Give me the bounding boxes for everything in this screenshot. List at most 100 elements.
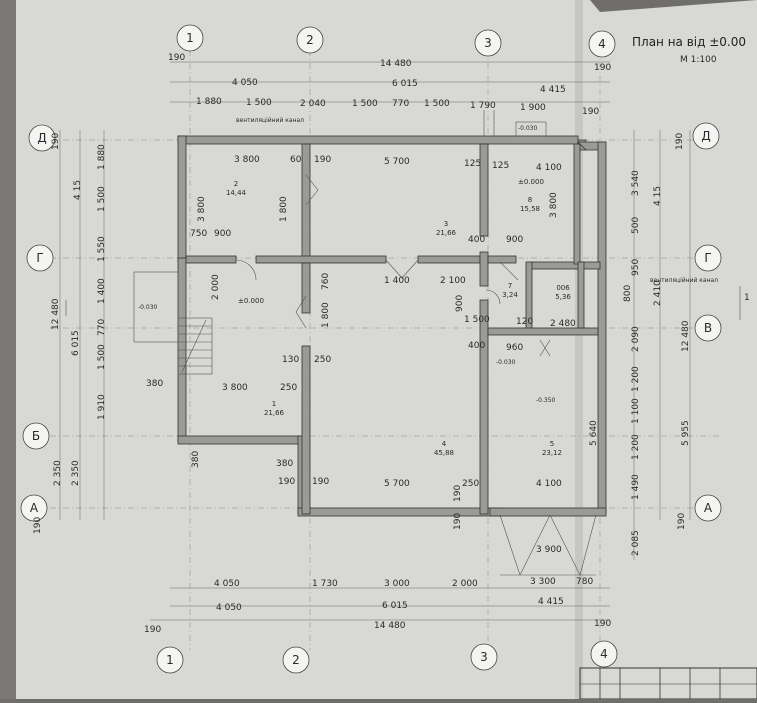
dim-left-outer-0: 12 480 — [51, 298, 61, 330]
dim-bot-r1-1: 1 730 — [312, 579, 338, 589]
section-mark: 1 — [744, 293, 750, 303]
dim-int-13: 2 000 — [211, 274, 221, 300]
level-mark-5: -0.350 — [536, 397, 556, 404]
dim-int-20: 120 — [516, 317, 533, 327]
interior-dimensions: 3 800 60 190 5 700 125 125 4 100 3 800 1… — [146, 155, 599, 555]
room-5-number: 5 — [550, 440, 554, 448]
room-4-number: 4 — [442, 440, 447, 448]
dim-int-39: 190 — [453, 485, 463, 502]
dim-bot-r1-4: 3 300 — [530, 577, 556, 587]
dim-int-17: 760 — [321, 273, 331, 290]
axis-col-3-bottom: 3 — [480, 650, 488, 664]
dim-top-r1-0: 4 050 — [232, 78, 258, 88]
dim-int-16: 900 — [455, 295, 465, 312]
axis-col-1-bottom: 1 — [166, 653, 174, 667]
axis-col-2-bottom: 2 — [292, 653, 300, 667]
dim-top-r2-7: 1 900 — [520, 103, 546, 113]
dim-int-24: 130 — [282, 355, 299, 365]
dim-left-inner-5: 770 — [97, 319, 107, 336]
dim-left-inner-8: 2 350 — [53, 460, 63, 486]
axis-row-d-right: Д — [701, 129, 710, 143]
level-mark-6: -0.030 — [496, 359, 516, 366]
dim-left-inner-6: 1 500 — [97, 344, 107, 370]
room-2-area: 14,44 — [226, 189, 247, 197]
dim-left-inner-7: 1 910 — [97, 394, 107, 420]
dim-left-inner-2: 1 500 — [97, 186, 107, 212]
dim-int-19: 1 500 — [464, 315, 490, 325]
dim-right-inner-1: 4 15 — [653, 186, 663, 206]
dim-int-18: 1 800 — [321, 302, 331, 328]
axis-row-g-left: Г — [36, 251, 43, 265]
dim-right-inner-8: 1 100 — [631, 398, 641, 424]
dim-int-25: 250 — [314, 355, 331, 365]
left-dimensions: 12 480 6 015 2 350 1 880 4 15 1 500 1 55… — [33, 133, 107, 534]
level-mark-2: ±0.000 — [238, 297, 264, 305]
dim-int-22: 400 — [468, 341, 485, 351]
dim-bot-r1-5: 780 — [576, 577, 593, 587]
dim-int-26: 3 800 — [222, 383, 248, 393]
axis-row-d-left: Д — [37, 131, 46, 145]
dim-int-15: 2 100 — [440, 276, 466, 286]
plan-title: План на від ±0.00 — [632, 35, 746, 49]
dim-right-outer-0: 12 480 — [681, 320, 691, 352]
dim-int-36: 5 640 — [589, 420, 599, 446]
dim-right-edge-0: 190 — [675, 133, 685, 150]
sheet-edge-shadow — [0, 0, 16, 699]
dim-int-34: 4 100 — [536, 479, 562, 489]
dim-int-35: 190 — [312, 477, 329, 487]
plan-scale: М 1:100 — [680, 55, 717, 65]
room-2-number: 2 — [234, 180, 238, 188]
axis-row-v-right: В — [704, 321, 712, 335]
axis-col-2-top: 2 — [306, 33, 314, 47]
top-dimensions: 14 480 4 050 6 015 4 415 1 880 1 500 2 0… — [168, 53, 611, 117]
dim-left-inner-0: 1 880 — [97, 144, 107, 170]
dim-top-r1-1: 6 015 — [392, 79, 418, 89]
page-fold — [575, 0, 583, 699]
room-8-number: 8 — [528, 196, 532, 204]
room-7-number: 7 — [508, 282, 512, 290]
dim-int-31: 190 — [278, 477, 295, 487]
level-mark-1: ±0.000 — [518, 178, 544, 186]
vent-channel-note-top: вентиляційний канал — [236, 117, 304, 124]
dim-int-2: 190 — [314, 155, 331, 165]
axis-row-a-right: А — [704, 501, 713, 515]
dim-right-inner-9: 1 200 — [631, 434, 641, 460]
dim-int-37: 3 800 — [549, 192, 559, 218]
dim-right-edge-1: 190 — [677, 513, 687, 530]
dim-top-r2-0: 1 880 — [196, 97, 222, 107]
level-marks: ±0.000 ±0.000 -0.030 -0.030 -0.350 -0.03… — [138, 125, 556, 404]
vent-channel-note-right: вентиляційний канал — [650, 277, 718, 284]
dim-top-r1-2: 4 415 — [540, 85, 566, 95]
room-8-area: 15,58 — [520, 205, 540, 213]
dim-left-outer-2: 2 350 — [71, 460, 81, 486]
dim-int-8: 1 800 — [279, 196, 289, 222]
dim-int-4: 125 — [464, 159, 481, 169]
dim-int-32: 5 700 — [384, 479, 410, 489]
dim-int-14: 1 400 — [384, 276, 410, 286]
dim-right-outer-1: 5 955 — [681, 420, 691, 446]
dim-top-r2-2: 2 040 — [300, 99, 326, 109]
dim-top-r2-4: 770 — [392, 99, 409, 109]
room-006-number: 006 — [556, 284, 570, 292]
dimension-lines — [59, 61, 691, 621]
level-mark-4: -0.030 — [138, 304, 158, 311]
axis-col-3-top: 3 — [484, 36, 492, 50]
dim-bot-r1-3: 2 000 — [452, 579, 478, 589]
dim-left-outer-1: 6 015 — [71, 330, 81, 356]
dim-int-40: 190 — [453, 513, 463, 530]
room-5-area: 23,12 — [542, 449, 562, 457]
dim-int-27: 250 — [280, 383, 297, 393]
dim-right-inner-2: 500 — [631, 217, 641, 234]
axis-col-1-top: 1 — [186, 31, 194, 45]
axis-col-4-bottom: 4 — [600, 647, 608, 661]
dim-int-12: 900 — [506, 235, 523, 245]
dim-bot-r1-0: 4 050 — [214, 579, 240, 589]
dim-right-inner-7: 1 200 — [631, 366, 641, 392]
dim-int-29: 380 — [191, 451, 201, 468]
dim-top-edge-1: 190 — [594, 63, 611, 73]
dim-bot-overall: 14 480 — [374, 621, 406, 631]
dim-int-30: 380 — [276, 459, 293, 469]
